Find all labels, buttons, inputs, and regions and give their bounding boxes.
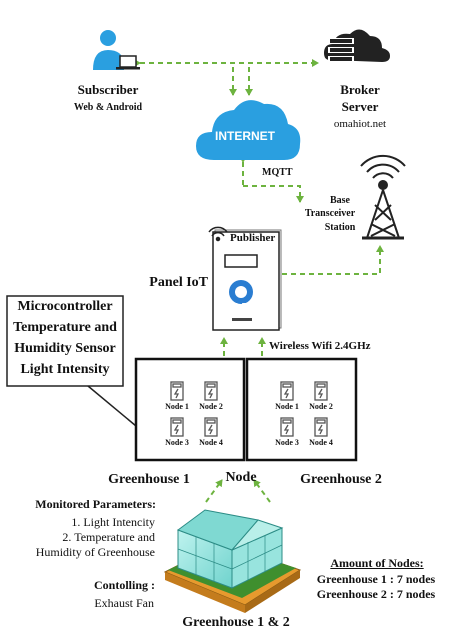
controlling-title: Contolling :: [93, 578, 155, 592]
bts-tower-icon: [360, 154, 406, 240]
panel-iot-label: Panel IoT: [149, 275, 208, 290]
amount-line2: Greenhouse 2 : 7 nodes: [316, 587, 436, 601]
subscriber-subtitle: Web & Android: [73, 102, 143, 113]
greenhouse-to-node-right: [253, 479, 271, 503]
mqtt-to-bts-arrow: [243, 185, 304, 203]
microcontroller-line4: Light Intensity: [20, 362, 110, 377]
gh1-node-4: Node 4: [199, 438, 223, 447]
gh2-node-2: Node 2: [309, 402, 333, 411]
monitored-title: Monitored Parameters:: [35, 497, 156, 511]
gh1-node-2: Node 2: [199, 402, 223, 411]
microcontroller-box: [6, 295, 137, 427]
microcontroller-line1: Microcontroller: [17, 299, 113, 314]
greenhouse-boxes: [134, 357, 358, 462]
node-device-icon: [280, 417, 294, 437]
node-device-icon: [204, 381, 218, 401]
connection-arrows: [134, 59, 384, 503]
internet-cloud-icon: [196, 100, 301, 160]
bts-line2: Transceiver: [304, 208, 356, 219]
node-icons: [170, 381, 328, 437]
server-cloud-icon: [324, 29, 390, 63]
panel-logo-text: IoT: [235, 303, 247, 310]
greenhouse-combined-label: Greenhouse 1 & 2: [182, 615, 290, 630]
bts-line1: Base: [330, 195, 350, 206]
panel-to-bts-arrow: [282, 245, 384, 275]
controlling-value: Exhaust Fan: [94, 596, 154, 610]
publisher-label: Publisher: [230, 232, 276, 244]
amount-line1: Greenhouse 1 : 7 nodes: [316, 572, 436, 586]
gh2-node-3: Node 3: [275, 438, 299, 447]
greenhouse-1-label: Greenhouse 1: [108, 472, 190, 487]
node-label: Node: [225, 470, 257, 485]
subscriber-title: Subscriber: [77, 82, 139, 97]
monitored-line1: 1. Light Intencity: [71, 515, 155, 529]
node-device-icon: [204, 417, 218, 437]
broker-line2: Server: [341, 99, 379, 114]
subscriber-icon: [93, 30, 140, 70]
panel-iot-icon: [208, 226, 282, 331]
microcontroller-line3: Humidity Sensor: [14, 341, 116, 356]
gh2-node-1: Node 1: [275, 402, 299, 411]
node-device-icon: [170, 381, 184, 401]
mqtt-label: MQTT: [262, 167, 293, 178]
amount-title: Amount of Nodes:: [330, 556, 424, 570]
gh1-node-1: Node 1: [165, 402, 189, 411]
node-device-icon: [280, 381, 294, 401]
node-device-icon: [314, 381, 328, 401]
wireless-label: Wireless Wifi 2.4GHz: [269, 340, 371, 352]
greenhouse-picture: [163, 509, 302, 613]
bts-line3: Station: [324, 222, 356, 233]
broker-line1: Broker: [340, 82, 380, 97]
broker-host: omahiot.net: [333, 118, 387, 130]
node-device-icon: [170, 417, 184, 437]
gh2-node-4: Node 4: [309, 438, 333, 447]
monitored-line2: 2. Temperature and: [62, 530, 155, 544]
monitored-line3: Humidity of Greenhouse: [35, 545, 155, 559]
greenhouse-2-label: Greenhouse 2: [300, 472, 382, 487]
gh1-node-3: Node 3: [165, 438, 189, 447]
microcontroller-line2: Temperature and: [13, 320, 117, 335]
greenhouse-to-node-left: [205, 479, 223, 503]
internet-label: INTERNET: [215, 129, 275, 143]
node-device-icon: [314, 417, 328, 437]
